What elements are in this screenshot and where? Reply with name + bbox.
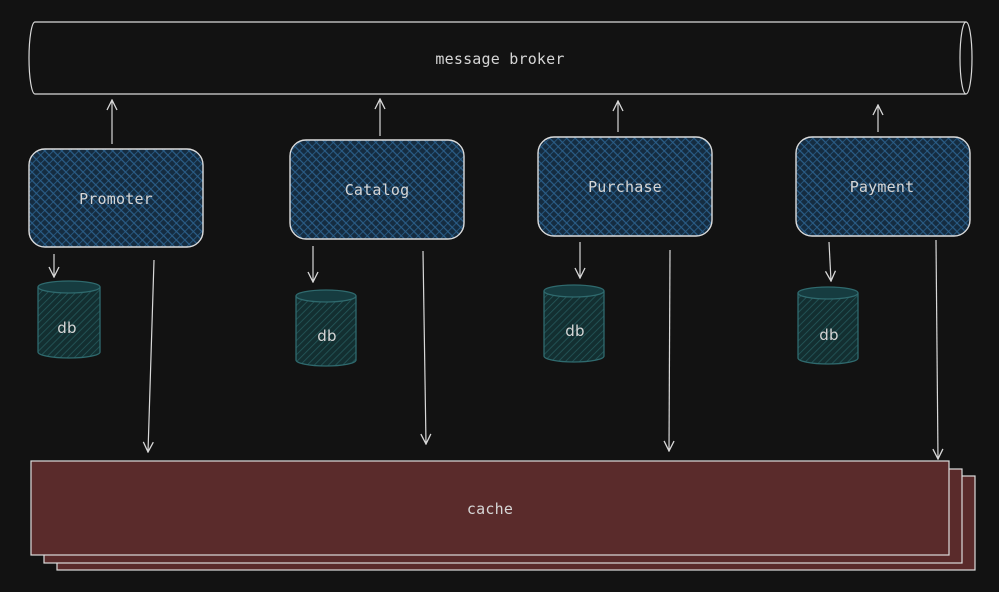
service-label-payment: Payment	[849, 178, 915, 196]
db-label-payment: db	[819, 326, 839, 344]
promoter-to-cache-arrow	[148, 259, 155, 452]
catalog-to-cache-arrow	[423, 250, 426, 444]
service-label-purchase: Purchase	[588, 178, 662, 196]
db-label-purchase: db	[565, 322, 585, 340]
db-label-promoter: db	[57, 319, 77, 337]
payment-to-cache-arrow	[936, 239, 938, 459]
service-box-purchase	[537, 136, 713, 237]
db-cylinder-catalog	[295, 289, 357, 367]
cache-stack	[30, 460, 976, 571]
message-broker	[28, 21, 973, 95]
cache-label: cache	[466, 500, 514, 518]
purchase-to-cache-arrow	[669, 249, 670, 451]
service-box-promoter	[28, 148, 204, 248]
message-broker-label: message broker	[435, 50, 565, 68]
db-cylinder-payment	[797, 286, 859, 365]
db-cylinder-promoter	[37, 280, 101, 359]
service-box-catalog	[289, 139, 465, 240]
service-label-promoter: Promoter	[79, 190, 153, 208]
payment-to-db-arrow	[829, 241, 831, 281]
service-label-catalog: Catalog	[344, 181, 410, 199]
service-box-payment	[795, 136, 971, 237]
db-cylinder-purchase	[543, 284, 605, 363]
db-label-catalog: db	[317, 327, 337, 345]
